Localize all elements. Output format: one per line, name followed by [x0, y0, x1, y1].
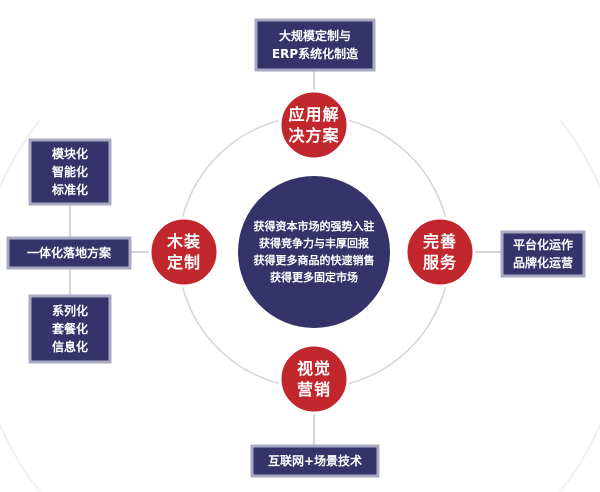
box-bottom: [250, 444, 380, 478]
node-bottom-circle: [278, 343, 350, 415]
box-right: [500, 230, 586, 278]
box-left-upper: [28, 138, 112, 206]
box-top: [254, 18, 376, 72]
box-left-middle: [6, 236, 132, 270]
center-circle: [238, 176, 390, 328]
box-left-lower: [28, 294, 112, 364]
node-left-circle: [148, 216, 220, 288]
background-arc-left: [0, 119, 41, 492]
node-top-circle: [278, 89, 350, 161]
background-arc-right: [559, 119, 600, 492]
node-right-circle: [404, 216, 476, 288]
